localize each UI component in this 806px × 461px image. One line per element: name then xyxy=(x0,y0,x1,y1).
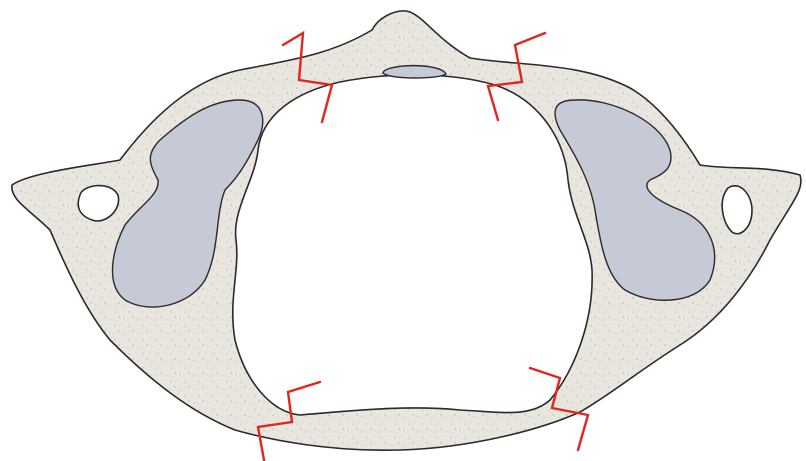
diagram-canvas xyxy=(0,0,806,461)
vertebra-cross-section-diagram xyxy=(0,0,806,461)
